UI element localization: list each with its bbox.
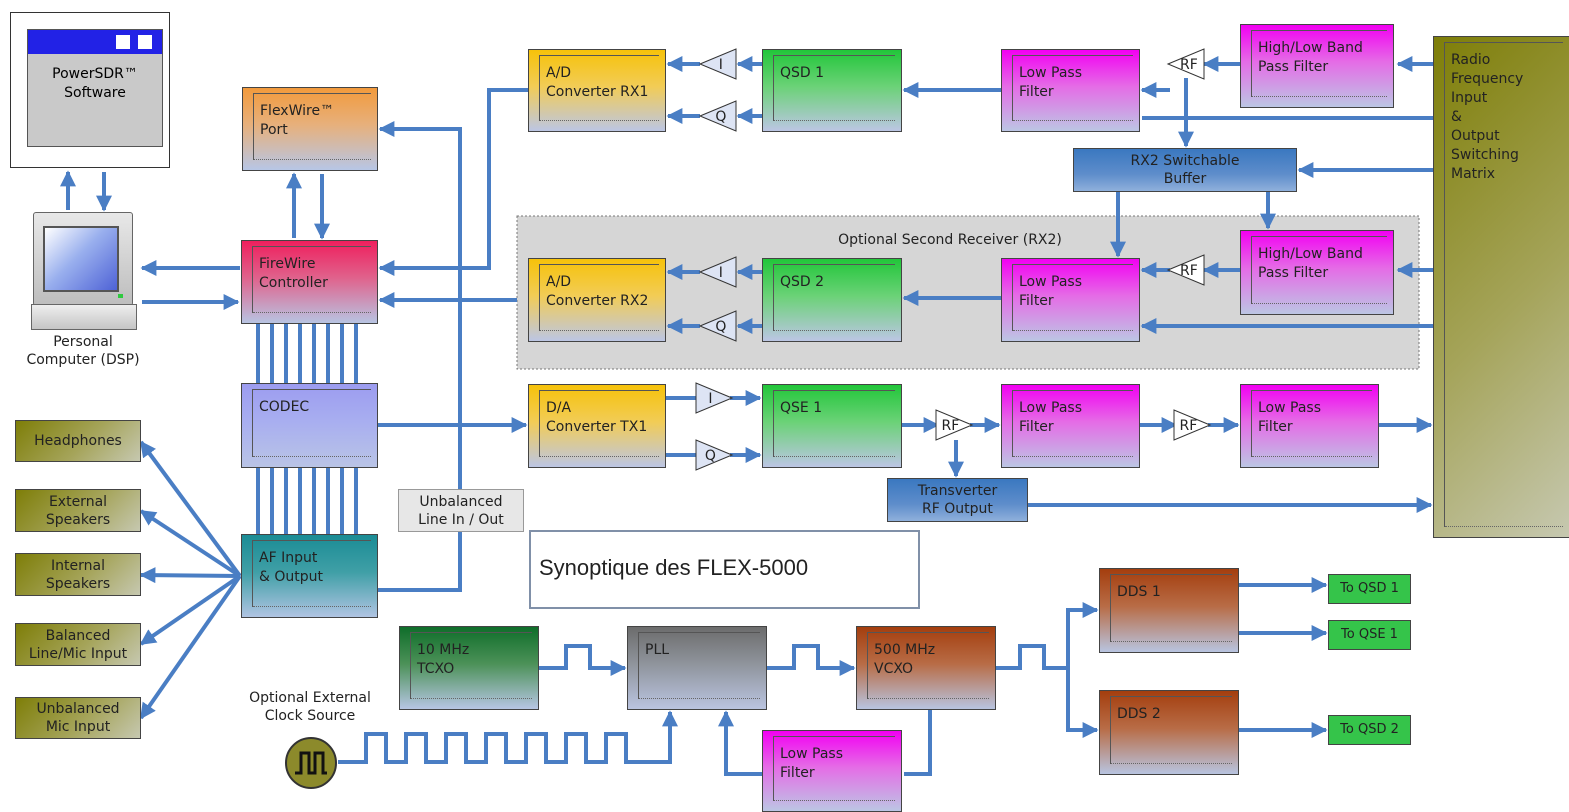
rf-switching-matrix: Radio Frequency Input & Output Switching… (1433, 36, 1569, 538)
tx-i-amp: I (695, 382, 734, 414)
unbalanced-line-io: Unbalanced Line In / Out (398, 489, 524, 532)
af-audio-wire-1 (139, 509, 242, 578)
rx2-i-amp-label: I (719, 265, 723, 281)
computer-icon (31, 212, 137, 330)
tx-rf-amp-2: RF (1173, 409, 1212, 441)
tx-i-amp-label: I (708, 391, 712, 407)
tx-rf-amp-2-label: RF (1180, 418, 1198, 434)
dds2: DDS 2 (1099, 690, 1239, 775)
lpf-tx2: Low Pass Filter (1240, 384, 1379, 468)
transverter-rf-output: Transverter RF Output (887, 478, 1028, 522)
vcxo-to-dds1-wire (996, 602, 1099, 670)
tx-q-amp-label: Q (705, 448, 716, 464)
pll: PLL (627, 626, 767, 710)
balanced-line-mic-input: Balanced Line/Mic Input (15, 623, 141, 666)
powersdr-window: PowerSDR™ Software (10, 12, 170, 168)
lpf-rx2: Low Pass Filter (1001, 258, 1140, 342)
to-qsd1: To QSD 1 (1328, 574, 1411, 604)
lpfpll-to-pll-wire (718, 710, 762, 776)
af-audio-wire-3 (139, 574, 242, 646)
rx1-q-amp: Q (698, 100, 737, 132)
unbalanced-mic-input: Unbalanced Mic Input (15, 697, 141, 739)
computer-label: Personal Computer (DSP) (26, 334, 140, 368)
codec: CODEC (241, 383, 378, 468)
tcxo-to-pll-wire (539, 644, 627, 676)
adc-rx2: A/D Converter RX2 (528, 258, 666, 342)
vcxo-to-lpfpll-wire (904, 710, 932, 776)
qsd2: QSD 2 (762, 258, 902, 342)
powersdr-label: PowerSDR™ Software (52, 66, 138, 101)
flexwire-port: FlexWire™ Port (242, 87, 378, 171)
rx2-i-amp: I (698, 256, 737, 288)
adc-rx1: A/D Converter RX1 (528, 49, 666, 132)
firewire-controller: FireWire Controller (241, 240, 378, 324)
tx-q-amp: Q (695, 439, 734, 471)
adc1-to-firewire-wire (378, 88, 528, 276)
rx1-i-amp-label: I (719, 57, 723, 73)
ext-clock-label: Optional External Clock Source (249, 690, 371, 724)
external-speakers: External Speakers (15, 489, 141, 532)
af-audio-wire-0 (139, 440, 242, 578)
af-to-flexwire-wire (378, 121, 462, 592)
lpf-rx1: Low Pass Filter (1001, 49, 1140, 132)
tx-rf-amp-1: RF (935, 409, 974, 441)
rx2-rf-amp-label: RF (1180, 263, 1198, 279)
tcxo-10mhz: 10 MHz TCXO (399, 626, 539, 710)
square-wave-icon (285, 737, 337, 789)
lpf-tx1: Low Pass Filter (1001, 384, 1140, 468)
rx2-group-label: Optional Second Receiver (RX2) (838, 232, 1062, 248)
vcxo-500mhz: 500 MHz VCXO (856, 626, 996, 710)
dds1: DDS 1 (1099, 568, 1239, 653)
rx2-rf-amp: RF (1166, 254, 1205, 286)
diagram-title: Synoptique des FLEX-5000 (529, 530, 920, 609)
rx1-i-amp: I (698, 48, 737, 80)
rx1-rf-amp: RF (1166, 48, 1205, 80)
ext-clock-to-pll-wire (338, 710, 678, 764)
bpf-rx2: High/Low Band Pass Filter (1240, 230, 1394, 315)
vcxo-to-dds2-wire (1066, 668, 1099, 738)
af-input-output: AF Input & Output (241, 534, 378, 618)
tx-rf-amp-1-label: RF (942, 418, 960, 434)
rx2-q-amp-label: Q (715, 319, 726, 335)
pll-to-vcxo-wire (767, 644, 856, 676)
bpf-rx1: High/Low Band Pass Filter (1240, 24, 1394, 108)
af-audio-wire-2 (139, 567, 241, 584)
to-qse1: To QSE 1 (1328, 620, 1411, 650)
rx2-switchable-buffer: RX2 Switchable Buffer (1073, 148, 1297, 192)
headphones: Headphones (15, 420, 141, 462)
to-qsd2: To QSD 2 (1328, 715, 1411, 745)
internal-speakers: Internal Speakers (15, 553, 141, 596)
qse1: QSE 1 (762, 384, 902, 468)
af-audio-wire-4 (139, 574, 242, 720)
window-titlebar (28, 30, 162, 54)
dac-tx1: D/A Converter TX1 (528, 384, 666, 468)
qsd1: QSD 1 (762, 49, 902, 132)
rx1-q-amp-label: Q (715, 109, 726, 125)
rx1-rf-amp-label: RF (1180, 57, 1198, 73)
rx2-q-amp: Q (698, 310, 737, 342)
lpf-pll: Low Pass Filter (762, 730, 902, 812)
